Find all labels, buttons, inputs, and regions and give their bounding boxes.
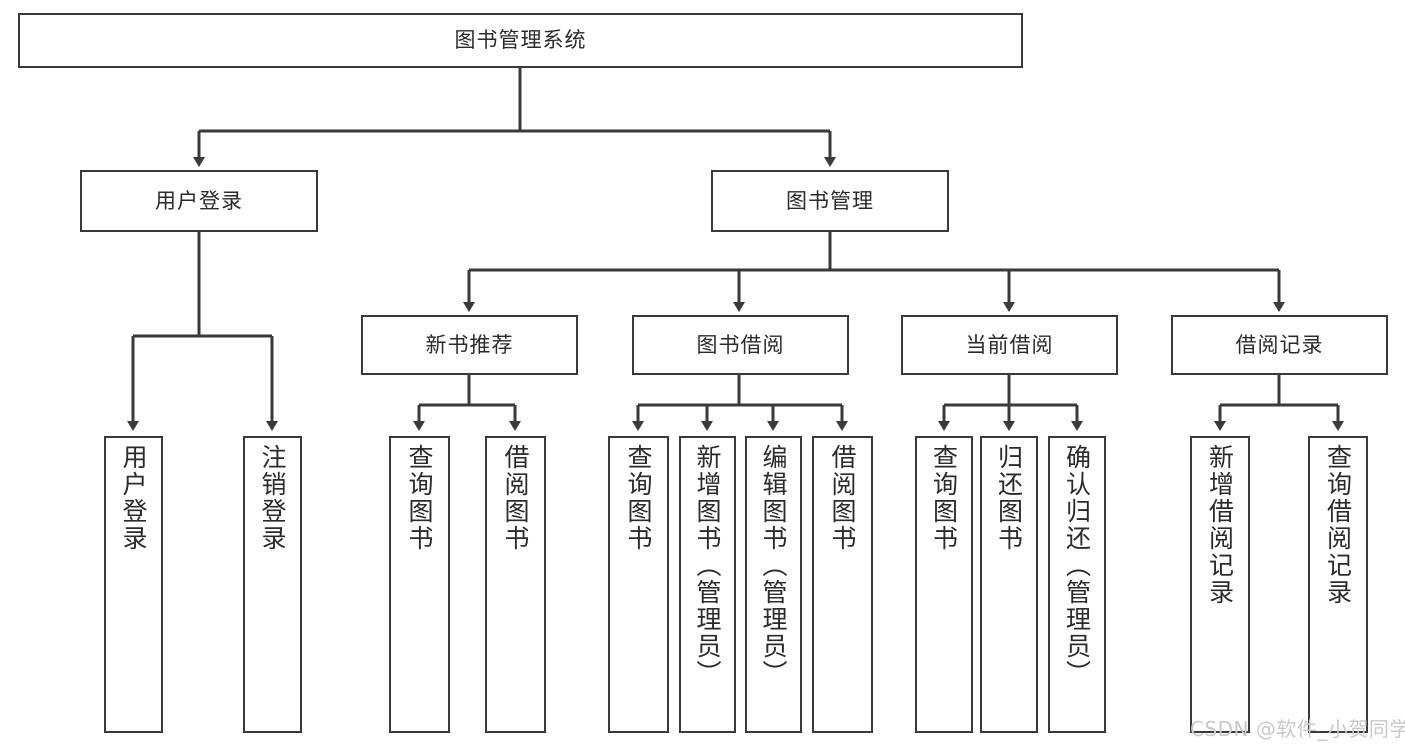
node-leaf-add-book[interactable]: 新增图书（管理员）: [679, 436, 736, 733]
node-leaf-query-book-2[interactable]: 查询图书: [608, 436, 669, 733]
node-root-label: 图书管理系统: [454, 28, 587, 53]
node-new-book-rec-label: 新书推荐: [425, 332, 514, 357]
node-leaf-query-book-1-label: 查询图书: [405, 444, 434, 552]
node-leaf-logout-login[interactable]: 注销登录: [243, 436, 302, 733]
node-leaf-add-record-label: 新增借阅记录: [1205, 444, 1235, 606]
node-leaf-query-record-label: 查询借阅记录: [1323, 444, 1353, 606]
node-leaf-logout-login-label: 注销登录: [258, 444, 287, 552]
node-leaf-borrow-book-2[interactable]: 借阅图书: [812, 436, 873, 733]
node-leaf-query-record[interactable]: 查询借阅记录: [1308, 436, 1368, 733]
node-leaf-borrow-book-2-label: 借阅图书: [828, 444, 857, 552]
node-leaf-query-book-2-label: 查询图书: [624, 444, 653, 552]
node-borrow-record-label: 借阅记录: [1235, 332, 1324, 357]
node-current-borrow-label: 当前借阅: [965, 332, 1054, 357]
node-leaf-return-book-label: 归还图书: [994, 444, 1024, 552]
node-leaf-query-book-1[interactable]: 查询图书: [389, 436, 450, 733]
node-leaf-add-record[interactable]: 新增借阅记录: [1190, 436, 1250, 733]
node-root[interactable]: 图书管理系统: [18, 13, 1023, 68]
node-book-borrow[interactable]: 图书借阅: [632, 315, 849, 375]
node-book-manage-label: 图书管理: [786, 188, 874, 213]
node-book-manage[interactable]: 图书管理: [711, 170, 949, 232]
node-borrow-record[interactable]: 借阅记录: [1171, 315, 1388, 375]
node-book-borrow-label: 图书借阅: [696, 332, 785, 357]
node-leaf-edit-book[interactable]: 编辑图书（管理员）: [745, 436, 802, 733]
node-leaf-confirm-return[interactable]: 确认归还（管理员）: [1048, 436, 1106, 733]
node-leaf-query-book-3[interactable]: 查询图书: [915, 436, 973, 733]
node-leaf-add-book-label: 新增图书（管理员）: [693, 444, 722, 687]
node-current-borrow[interactable]: 当前借阅: [901, 315, 1118, 375]
node-leaf-user-login-label: 用户登录: [119, 444, 148, 552]
node-leaf-query-book-3-label: 查询图书: [929, 444, 959, 552]
node-new-book-rec[interactable]: 新书推荐: [361, 315, 578, 375]
node-leaf-user-login[interactable]: 用户登录: [104, 436, 163, 733]
node-leaf-borrow-book-1-label: 借阅图书: [501, 444, 530, 552]
node-leaf-return-book[interactable]: 归还图书: [980, 436, 1038, 733]
node-user-login[interactable]: 用户登录: [80, 170, 318, 232]
node-user-login-label: 用户登录: [155, 188, 243, 213]
node-leaf-confirm-return-label: 确认归还（管理员）: [1062, 444, 1092, 687]
node-leaf-borrow-book-1[interactable]: 借阅图书: [485, 436, 546, 733]
node-leaf-edit-book-label: 编辑图书（管理员）: [759, 444, 788, 687]
